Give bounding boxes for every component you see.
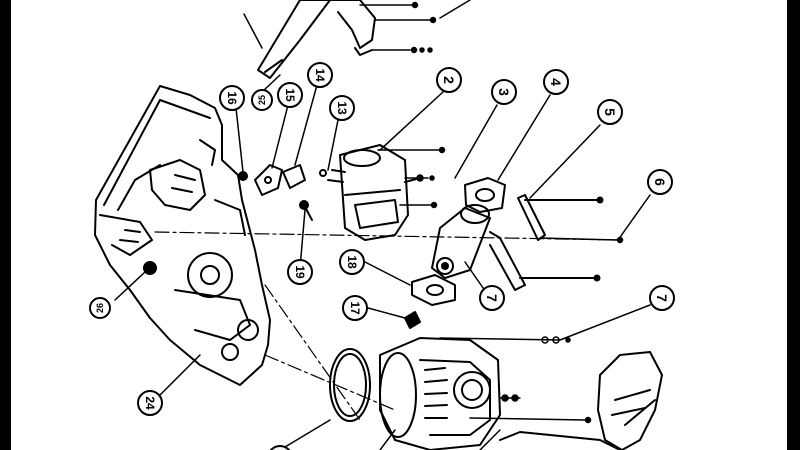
callout-4: 4 xyxy=(543,69,569,95)
svg-text:24: 24 xyxy=(143,396,157,410)
motor-screws xyxy=(377,146,446,209)
callout-7-upper: 7 xyxy=(479,285,505,311)
top-screws xyxy=(243,0,471,54)
top-arm-bracket xyxy=(257,0,376,79)
bracket-4 xyxy=(464,177,506,213)
callout-17: 17 xyxy=(342,295,368,321)
o-ring xyxy=(329,348,371,422)
callout-14: 14 xyxy=(307,62,333,88)
bracket-18 xyxy=(411,274,456,306)
small-brackets xyxy=(238,164,327,221)
callout-7-lower: 7 xyxy=(649,285,675,311)
centerlines xyxy=(154,231,621,421)
callout-2: 2 xyxy=(436,67,462,93)
callout-25: 25 xyxy=(251,89,273,111)
main-housing xyxy=(94,85,271,386)
svg-text:5: 5 xyxy=(602,108,618,116)
callout-16: 16 xyxy=(219,85,245,111)
callout-13: 13 xyxy=(329,95,355,121)
exploded-parts-diagram: 2 3 4 5 6 7 7 13 xyxy=(11,0,787,450)
svg-text:18: 18 xyxy=(345,255,359,269)
callout-5: 5 xyxy=(597,99,623,125)
callout-19: 19 xyxy=(287,259,313,285)
svg-text:26: 26 xyxy=(95,303,105,313)
cover-piece xyxy=(597,351,663,450)
svg-text:16: 16 xyxy=(225,91,239,105)
svg-text:13: 13 xyxy=(335,101,349,115)
svg-text:7: 7 xyxy=(654,294,670,302)
callouts: 2 3 4 5 6 7 7 13 xyxy=(89,62,675,450)
diagram-canvas: 2 3 4 5 6 7 7 13 xyxy=(89,0,675,450)
leader-lines xyxy=(114,74,651,450)
callout-15: 15 xyxy=(277,82,303,108)
bottom-bracket xyxy=(499,431,621,450)
svg-text:2: 2 xyxy=(441,76,457,84)
plate-5 xyxy=(517,194,604,241)
screw-17 xyxy=(404,311,421,329)
large-motor-housing xyxy=(379,337,501,450)
svg-text:3: 3 xyxy=(496,88,512,96)
svg-text:25: 25 xyxy=(257,95,267,105)
motor-assembly xyxy=(327,144,421,241)
svg-text:17: 17 xyxy=(348,301,362,315)
svg-text:4: 4 xyxy=(548,78,564,86)
capacitor xyxy=(431,204,601,291)
svg-text:6: 6 xyxy=(652,178,668,186)
svg-text:7: 7 xyxy=(484,294,500,302)
svg-text:19: 19 xyxy=(293,265,307,279)
svg-text:15: 15 xyxy=(283,88,297,102)
callout-26: 26 xyxy=(89,297,111,319)
callout-partial-bottom-left xyxy=(269,445,291,450)
callout-24: 24 xyxy=(137,390,163,416)
callout-6: 6 xyxy=(647,169,673,195)
svg-text:14: 14 xyxy=(313,68,327,82)
callout-3: 3 xyxy=(491,79,517,105)
callout-18: 18 xyxy=(339,249,365,275)
